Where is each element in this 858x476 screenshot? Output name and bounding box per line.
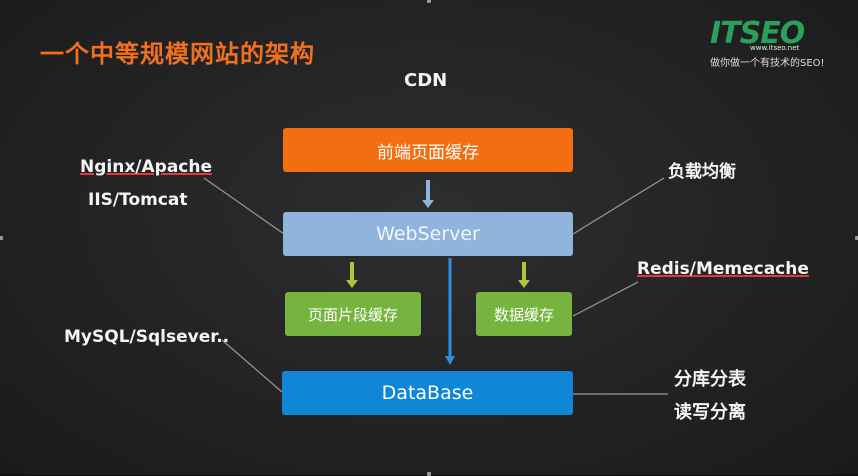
redis-memecache-label: Redis/Memecache <box>637 259 809 279</box>
cdn-to-webserver-arrowhead <box>422 200 434 208</box>
itseo-logo: ITSEO www.itseo.net 做你做一个有技术的SEO! <box>708 16 832 70</box>
mysql-label: MySQL/Sqlsever.. <box>64 327 230 347</box>
load-balance-label: 负载均衡 <box>668 162 736 182</box>
logo-url: www.itseo.net <box>750 44 800 52</box>
webserver-box: WebServer <box>283 212 573 256</box>
nginx-apache-label: Nginx/Apache <box>80 157 213 177</box>
frame-handle <box>855 236 858 240</box>
cdn-cache-box: 前端页面缓存 <box>283 128 573 172</box>
iis-tomcat-label: IIS/Tomcat <box>88 190 188 210</box>
loadbalance-connector <box>572 177 665 235</box>
rw-split-label: 读写分离 <box>674 402 746 423</box>
data-cache-box: 数据缓存 <box>476 292 572 336</box>
frame-handle <box>427 0 431 3</box>
frame-handle <box>0 236 3 240</box>
webserver-to-datacache-arrowhead <box>518 280 530 288</box>
page-fragment-cache-box: 页面片段缓存 <box>285 292 421 336</box>
logo-text: ITSEO <box>710 16 805 51</box>
cdn-label: CDN <box>404 70 448 91</box>
nginx-connector <box>203 177 285 235</box>
redis-connector <box>572 281 639 317</box>
mysql-connector <box>221 339 283 393</box>
logo-tagline: 做你做一个有技术的SEO! <box>710 58 825 69</box>
slide-title: 一个中等规模网站的架构 <box>40 40 315 68</box>
frame-handle <box>427 472 431 476</box>
sharding-label: 分库分表 <box>674 369 746 390</box>
webserver-to-pagecache-arrowhead <box>346 280 358 288</box>
database-box: DataBase <box>282 371 573 415</box>
webserver-to-database-arrowhead <box>445 356 455 365</box>
